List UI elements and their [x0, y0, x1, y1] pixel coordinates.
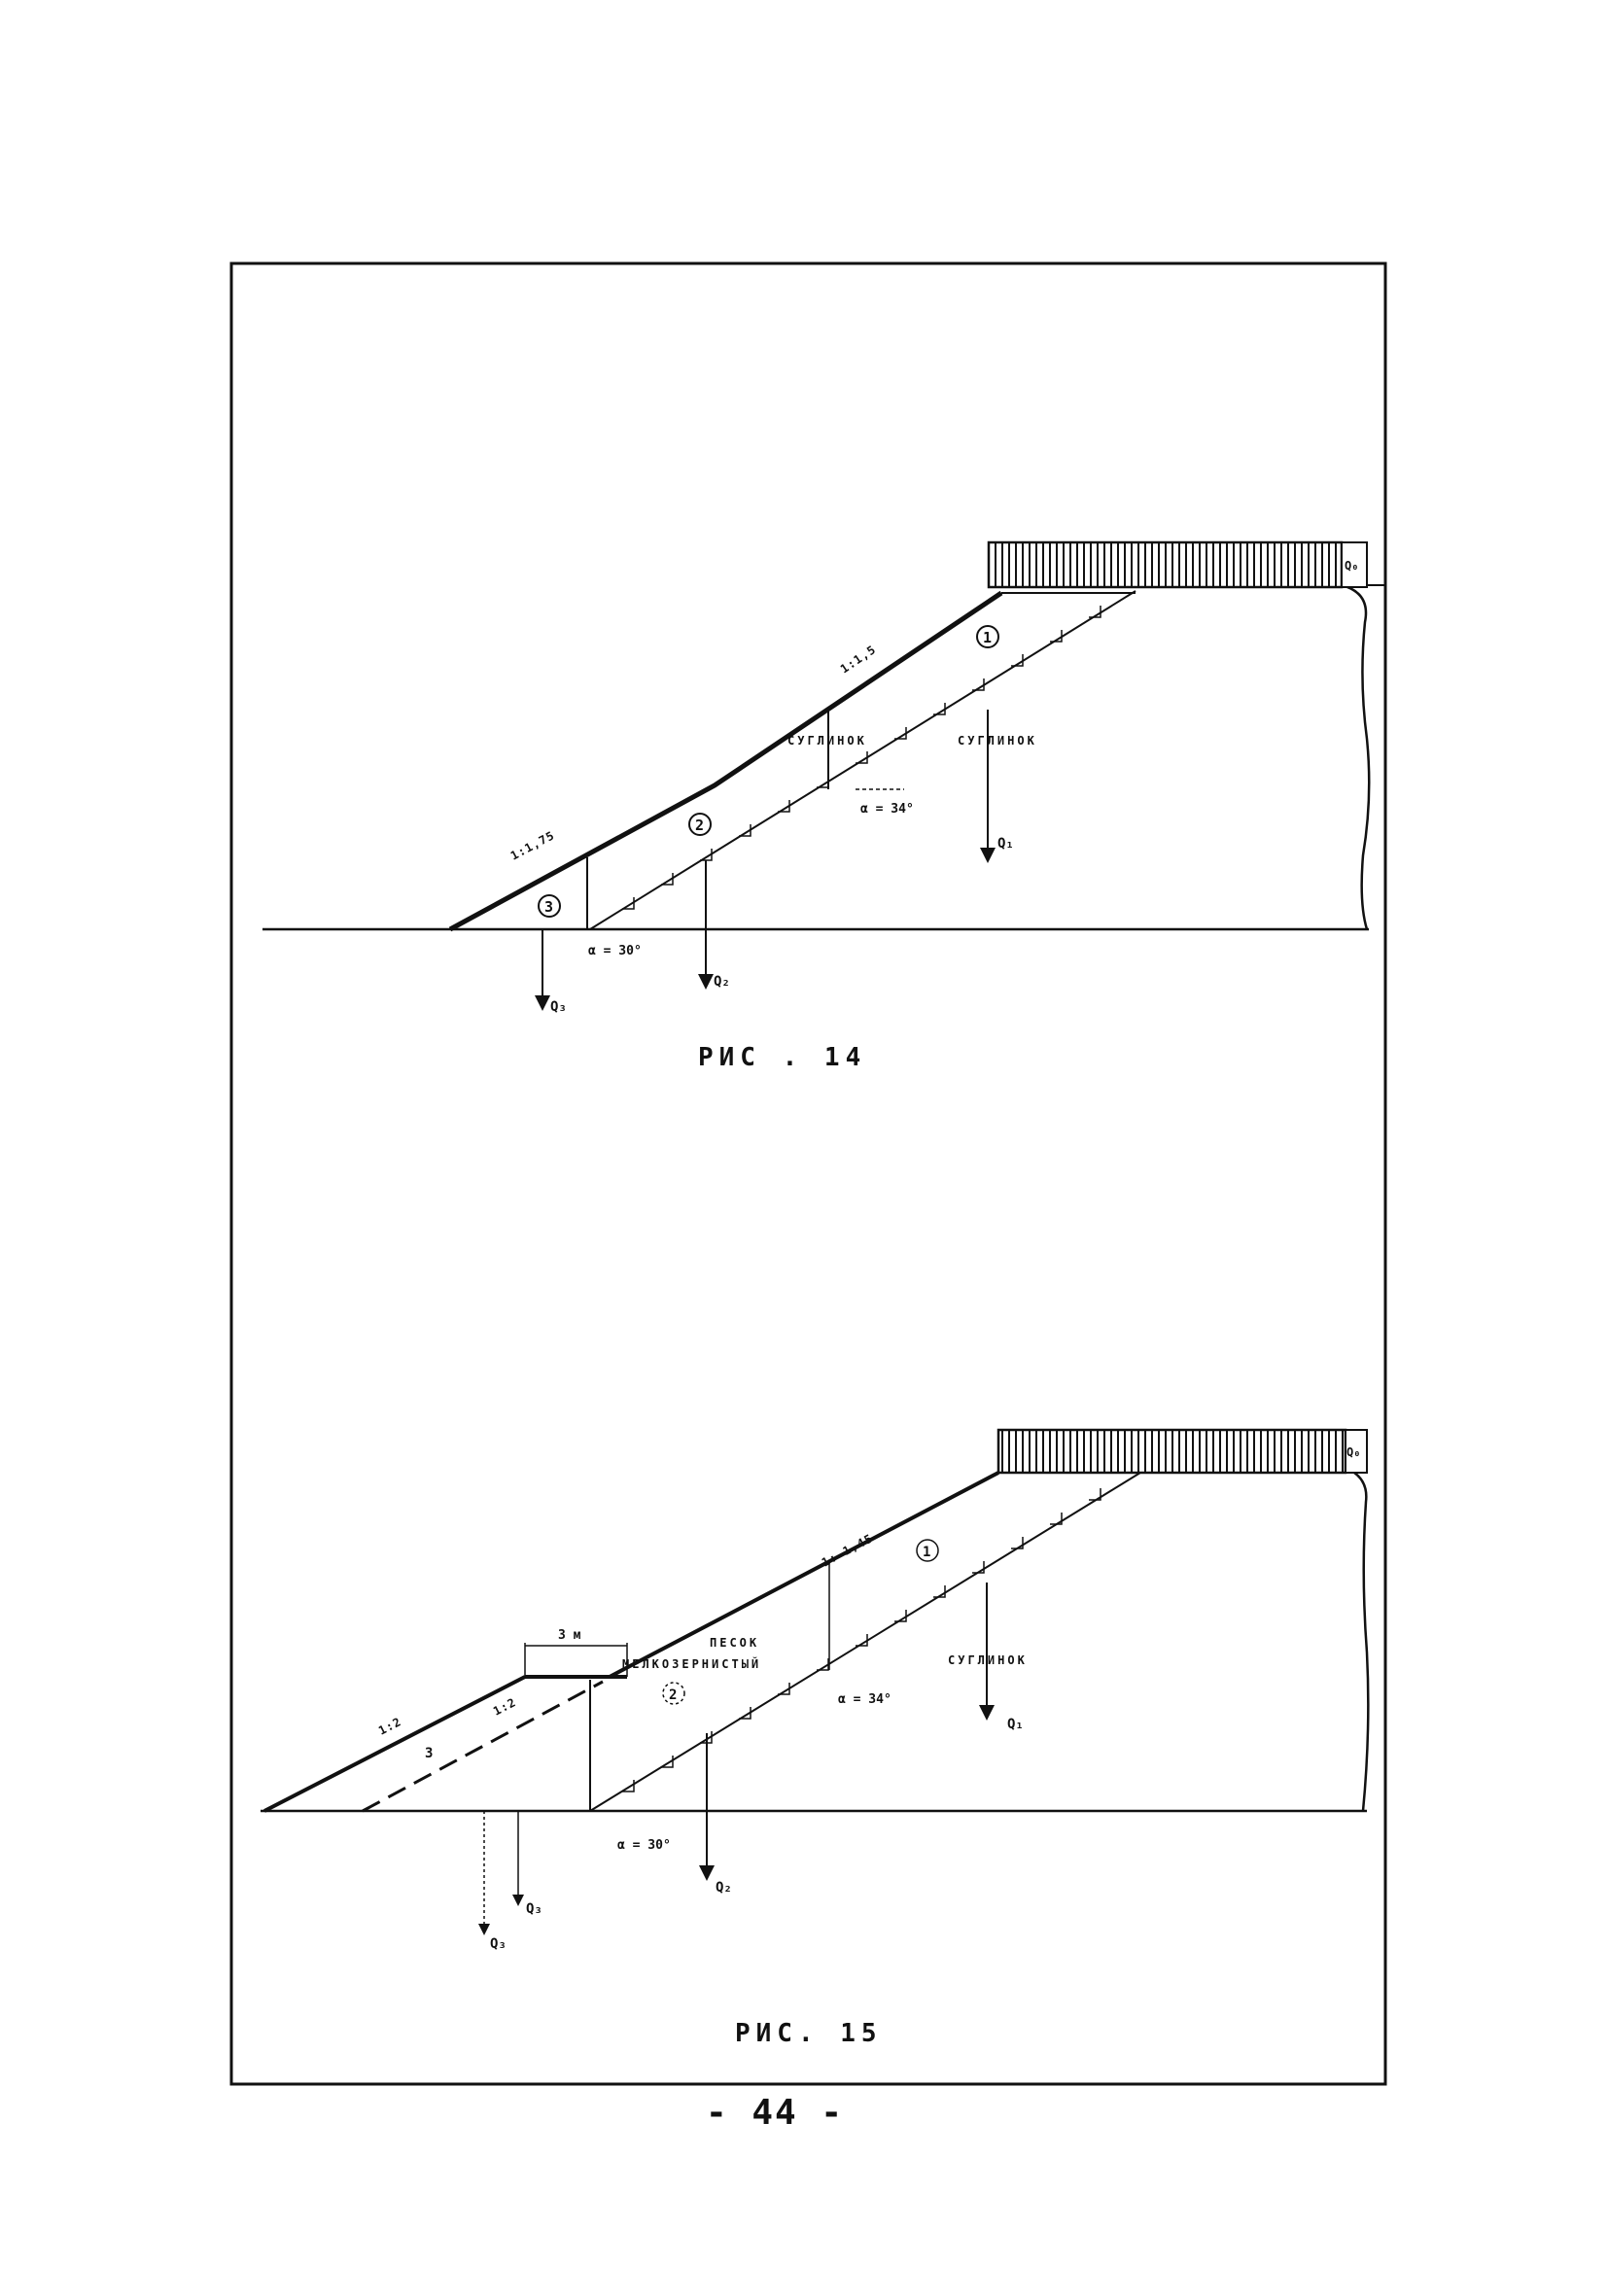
zone-1-marker [976, 625, 999, 648]
slope-label-lower: 1:1,75 [508, 828, 557, 863]
zone-3-marker [538, 894, 561, 918]
embankment-slope [448, 590, 1003, 932]
upper-slope [609, 1471, 999, 1679]
slip-surface [589, 590, 1136, 930]
load-q0-label: Q₀ [1345, 559, 1358, 573]
left-slope [263, 1675, 526, 1813]
load-strip [987, 540, 1344, 589]
figure-15: Q₀ 3 м 1 2 3 1: 1,45 1:2 1:2 ПЕСОК МЕЛК [261, 1428, 1370, 2048]
angle-label-lower: α = 30° [617, 1838, 671, 1853]
load-q2-label: Q₂ [714, 974, 730, 990]
zone-2-marker [662, 1682, 685, 1705]
load-q1-label: Q₁ [997, 836, 1014, 852]
berm-width-label: 3 м [558, 1628, 581, 1643]
load-q1-label: Q₁ [1007, 1717, 1024, 1732]
page-number: - 44 - [706, 2093, 844, 2133]
zone-1-label: 1 [983, 629, 992, 646]
page-frame [229, 261, 1387, 2086]
slope-label-upper: 1: 1,45 [820, 1531, 875, 1569]
soil-label-left: СУГЛИНОК [787, 734, 867, 748]
load-end-box [1341, 541, 1368, 588]
soil-label-right: СУГЛИНОК [958, 734, 1037, 748]
load-q0-label: Q₀ [1346, 1445, 1360, 1459]
slip-steps [622, 1488, 1101, 1792]
slope-label-upper: 1:1,5 [838, 643, 879, 677]
load-q3a-label: Q₃ [526, 1901, 542, 1917]
zone-2-marker [688, 813, 712, 836]
figure-14-caption: РИС . 14 [698, 1043, 866, 1072]
load-strip [996, 1428, 1347, 1475]
soil-sand-label-2: МЕЛКОЗЕРНИСТЫЙ [622, 1656, 761, 1671]
angle-label-upper: α = 34° [838, 1692, 891, 1707]
slip-surface [589, 1472, 1141, 1812]
zone-1-marker [916, 1539, 939, 1562]
slope-label-mid: 1:2 [491, 1695, 518, 1719]
zone-1-label: 1 [923, 1545, 930, 1560]
former-slope-dashed [362, 1680, 604, 1813]
angle-label-lower: α = 30° [588, 944, 642, 958]
zone-2-label: 2 [695, 817, 704, 834]
figure-14: Q₀ 1 2 3 1:1,5 1:1,75 СУГЛИНОК СУГЛИНОК … [262, 540, 1385, 1072]
zone-3-label: 3 [425, 1746, 433, 1761]
load-q3b-label: Q₃ [490, 1936, 507, 1952]
right-boundary [1345, 1466, 1370, 1812]
zone-3-label: 3 [544, 898, 553, 916]
load-q2-label: Q₂ [716, 1880, 732, 1896]
soil-sand-label: ПЕСОК [710, 1636, 759, 1650]
slope-label-left: 1:2 [376, 1715, 403, 1738]
figure-15-caption: РИС. 15 [735, 2019, 883, 2048]
right-boundary [1341, 583, 1371, 930]
slip-steps [622, 606, 1101, 910]
load-end-box [1345, 1429, 1368, 1474]
load-q3-label: Q₃ [550, 999, 567, 1015]
angle-label-upper: α = 34° [860, 802, 914, 817]
zone-2-label: 2 [669, 1687, 677, 1703]
